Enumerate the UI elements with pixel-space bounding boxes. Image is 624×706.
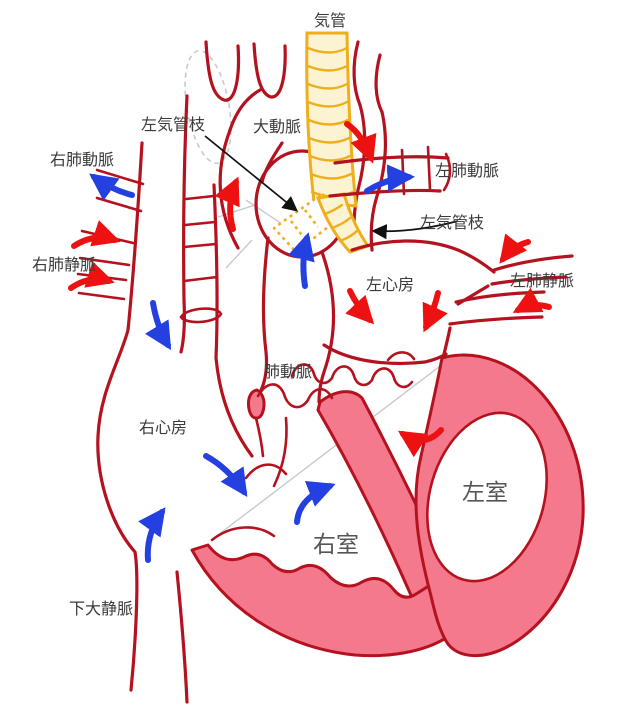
left-atrium-group [256,236,496,404]
labels-group: 気管 左気管枝 大動脈 右肺動脈 左肺動脈 左気管枝 右肺静脈 左肺静脈 左心房… [32,12,574,618]
ivc-group [175,570,189,704]
ghost-outline-group [184,49,453,539]
label-left-atrium: 左心房 [366,276,414,294]
label-left-pulmonary-veins: 左肺静脈 [510,272,574,290]
myocardium-group [190,353,585,658]
flow-arrow-ra-inflow [203,453,248,497]
flow-arrow-svc-down [144,300,172,351]
left-bronchus-solid [315,192,371,254]
flow-arrow-rpv-upper [71,220,121,249]
trachea-group [305,31,358,208]
pointer-left-bronchus-upper [204,135,298,212]
flow-arrow-descending-aorta [344,121,377,164]
label-right-ventricle: 右室 [313,531,359,557]
right-ventricle-wall [190,543,454,658]
flow-arrow-lpv-lower [512,287,552,313]
left-ventricle-cavity [426,411,548,583]
blood-flow-arrows [68,121,552,563]
label-right-atrium: 右心房 [139,419,187,437]
label-inferior-vena-cava: 下大静脈 [69,600,133,618]
label-pointer-arrows [204,135,459,240]
flow-arrow-lpv-upper [499,233,531,264]
label-left-bronchus-right: 左気管枝 [420,214,484,232]
muscle-teardrop [247,388,266,420]
flow-arrow-la-down-2 [422,290,448,333]
label-right-pulmonary-artery: 右肺動脈 [50,151,114,169]
flow-arrow-pa-trunk [288,232,315,289]
label-left-ventricle: 左室 [462,479,508,505]
flow-arrow-rpv-lower [68,261,115,291]
flow-arrow-ivc-up [138,507,166,563]
valve-lines [210,351,416,542]
flow-arrow-rv-up [294,480,336,525]
flow-arrow-mitral-curl [397,427,444,458]
label-pulmonary-artery: 肺動脈 [264,363,312,381]
label-aorta: 大動脈 [253,118,301,136]
label-left-pulmonary-artery: 左肺動脈 [435,162,499,180]
flow-arrow-la-down-1 [345,288,375,325]
flow-arrow-rpa [89,173,135,201]
label-left-bronchus-upper: 左気管枝 [141,116,205,134]
flow-arrow-lpa [364,164,415,194]
label-right-pulmonary-veins: 右肺静脈 [32,256,96,274]
label-trachea: 気管 [314,12,346,30]
pointer-left-bronchus-right [371,220,459,240]
flow-arrow-ascending-aorta [214,176,240,232]
